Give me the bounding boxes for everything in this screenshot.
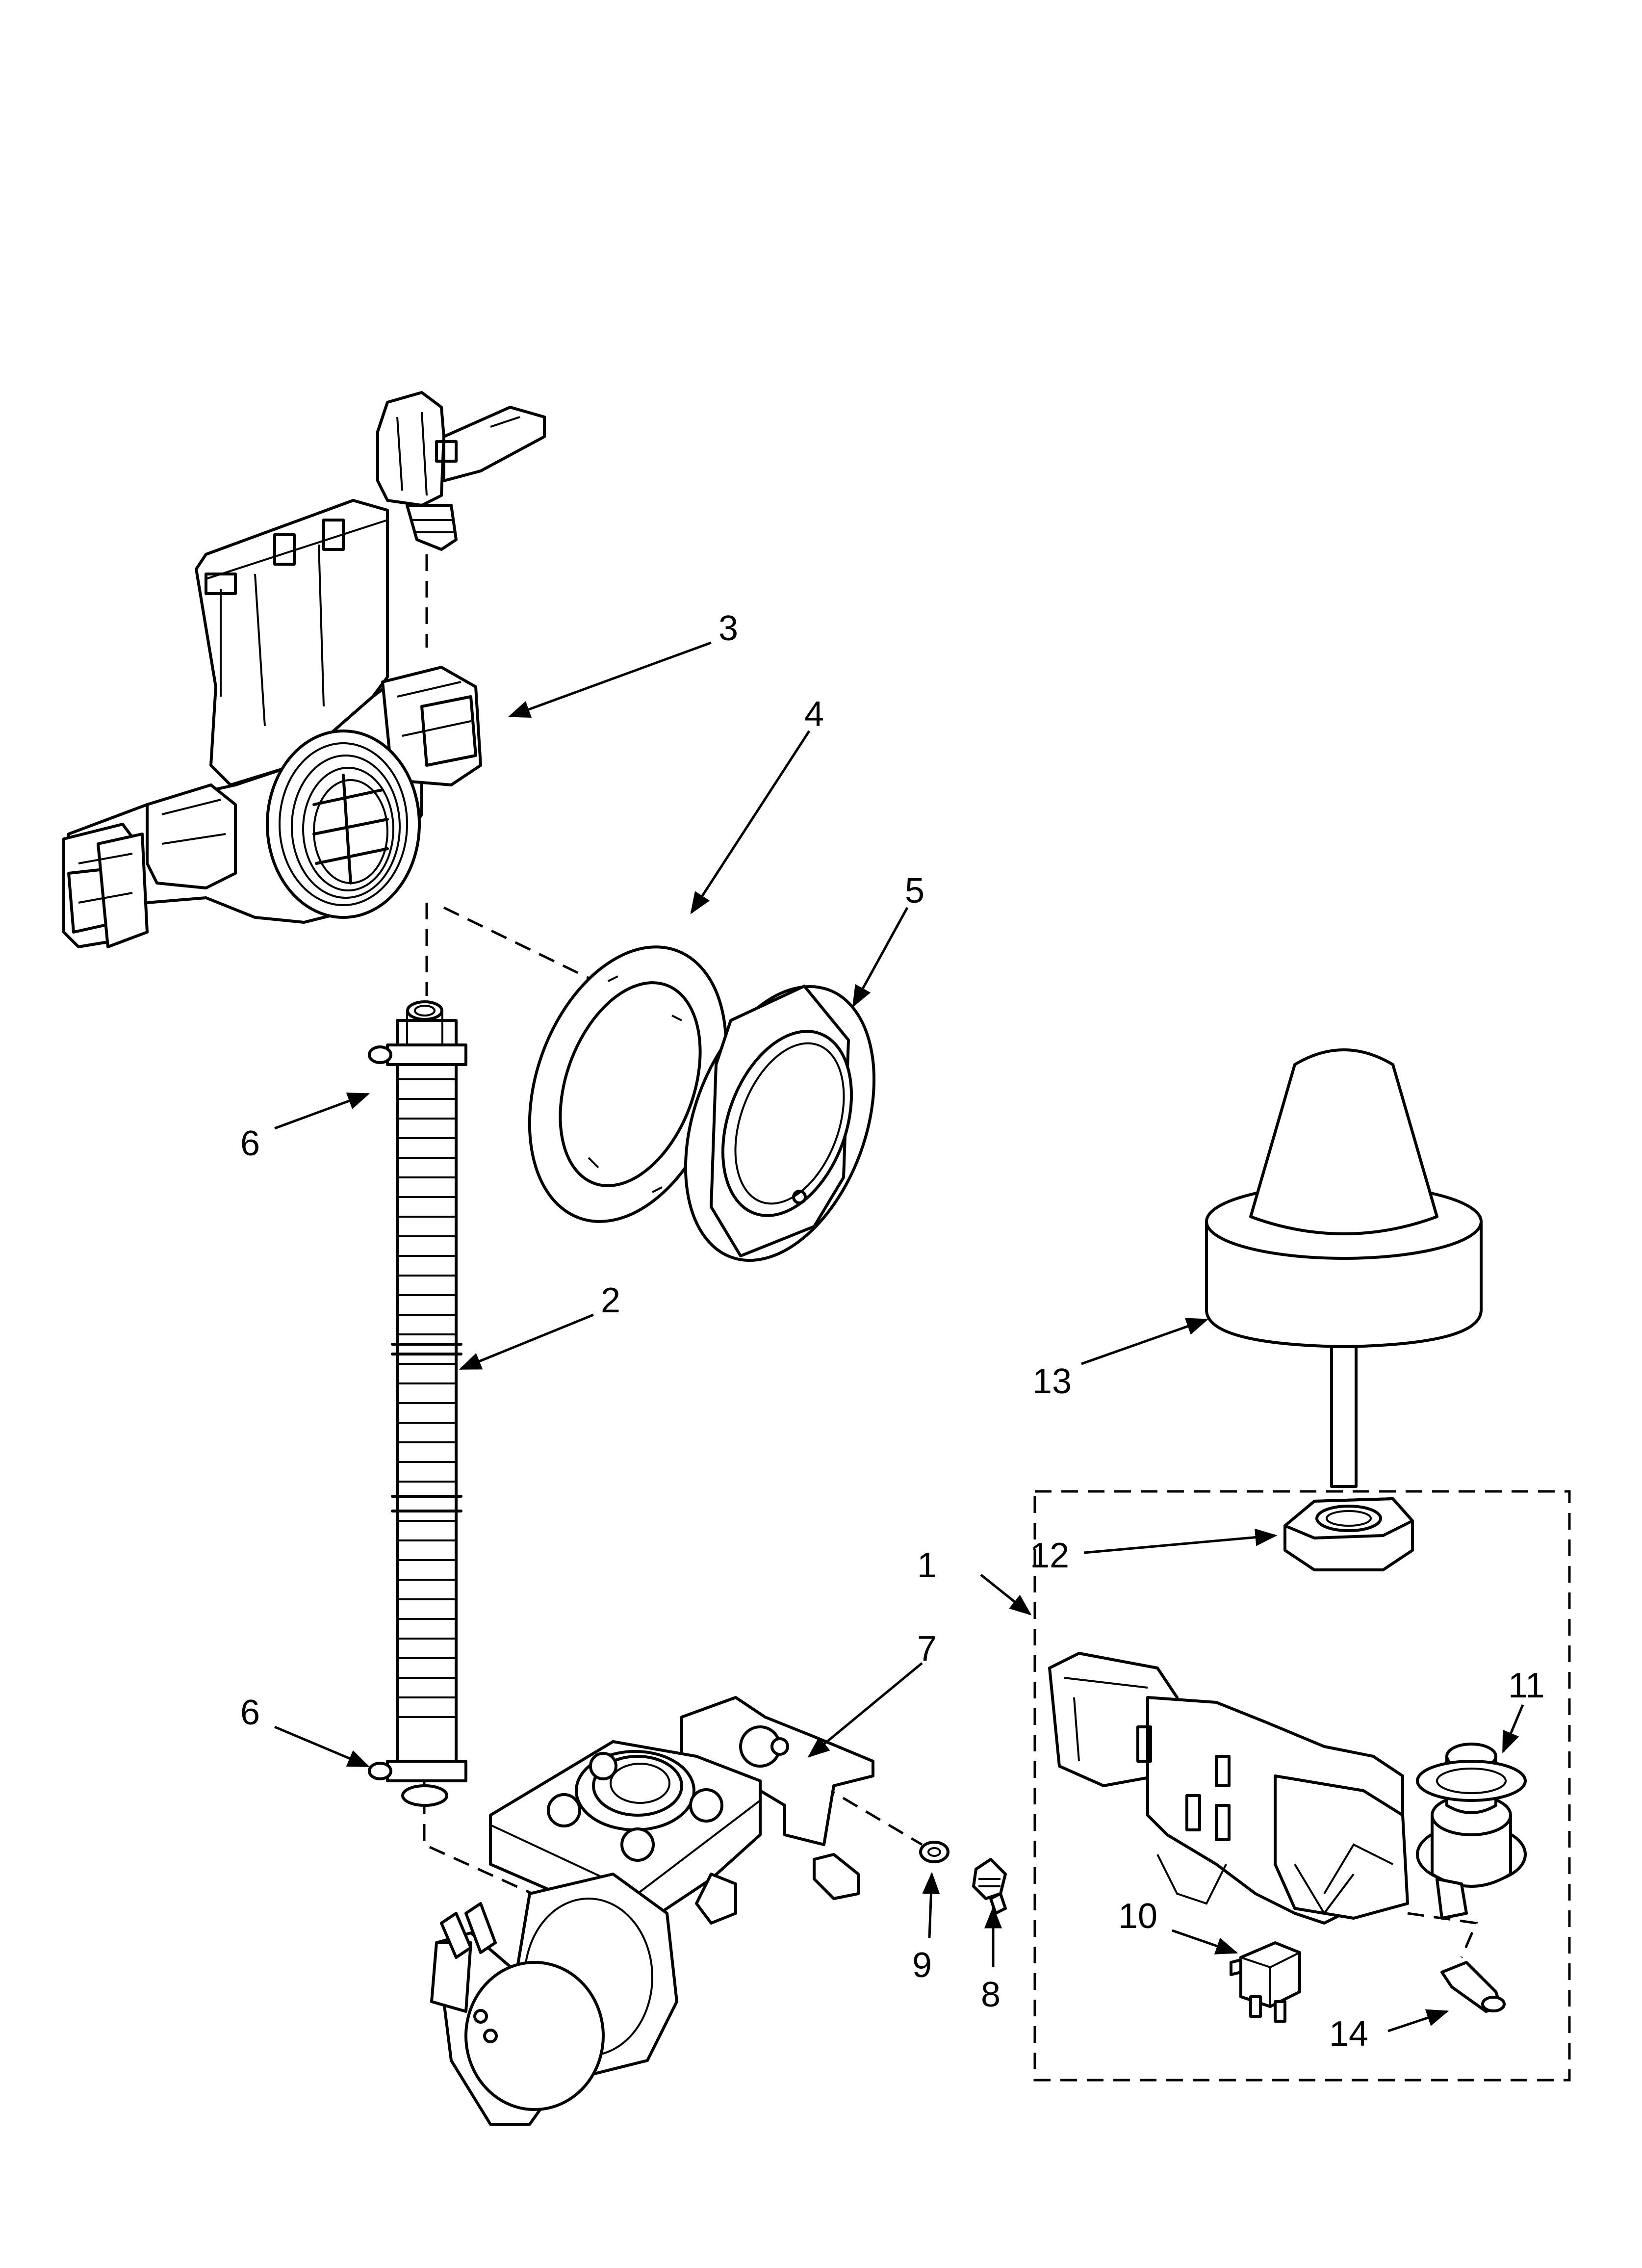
part-4-gasket [528,945,728,1223]
callout-9: 9 [912,1946,932,1985]
part-1-switch-assembly [1048,1652,1409,1925]
callout-14: 14 [1329,2014,1368,2054]
part-2-hose [368,1000,467,1807]
part-11-actuator [1416,1743,1527,1920]
callout-10: 10 [1118,1897,1157,1936]
leader-6b [274,1725,370,1768]
leader-9 [922,1872,940,1938]
callout-6-upper: 6 [240,1124,260,1163]
leader-13 [1081,1318,1209,1365]
part-10-microswitch [1230,1941,1301,2023]
part-14-clip [1440,1961,1506,2013]
callout-4: 4 [804,695,824,734]
leader-14 [1387,2009,1449,2033]
leader-3 [508,641,712,718]
leader-11 [1502,1704,1524,1754]
callout-2: 2 [601,1281,620,1320]
callout-12: 12 [1030,1536,1069,1575]
leader-7 [807,1662,923,1758]
callout-11: 11 [1508,1666,1545,1705]
part-3-manifold [62,391,546,948]
leader-5 [852,907,909,1008]
callout-8: 8 [981,1975,1001,2014]
leader-2 [459,1313,594,1370]
leader-4 [690,730,811,914]
leader-12 [1083,1528,1278,1554]
callout-leaders [274,641,1524,2033]
callout-1: 1 [917,1546,937,1585]
callout-labels: 1 2 3 4 5 6 6 7 8 9 10 11 12 13 14 [240,609,1545,2054]
leader-6a [274,1093,370,1130]
callout-13: 13 [1032,1362,1072,1401]
part-5-retainer [684,985,876,1262]
callout-3: 3 [718,609,738,648]
callout-6-lower: 6 [240,1693,260,1732]
valve-assembly [430,1740,762,2126]
part-7-bracket [680,1696,874,1900]
callout-7: 7 [917,1629,937,1668]
leader-10 [1172,1929,1238,1955]
part-12-nut [1283,1497,1414,1571]
leader-1 [980,1574,1032,1616]
part-13-float [1205,1048,1483,1488]
part-8-screw [972,1858,1007,1915]
callout-5: 5 [905,871,924,911]
part-9-washer [919,1841,949,1863]
